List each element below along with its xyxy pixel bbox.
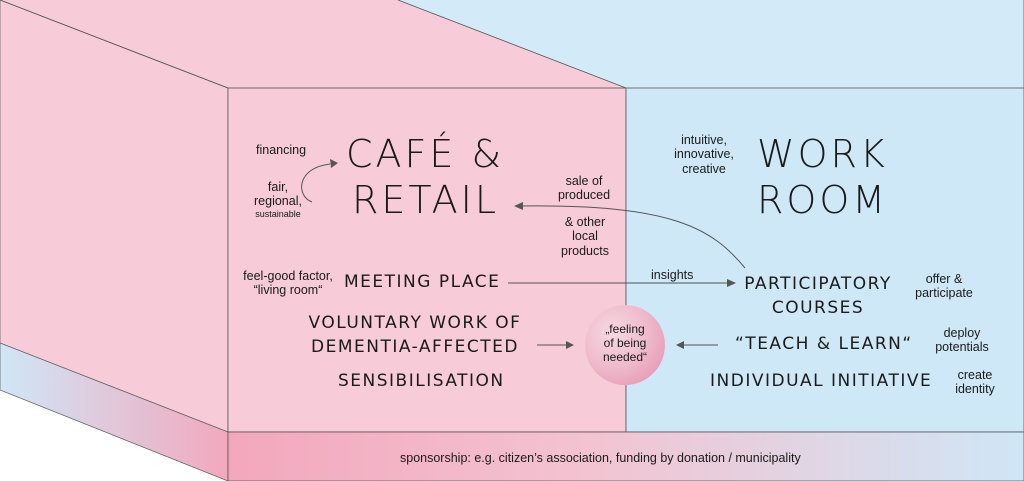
cycle-arrow xyxy=(301,163,331,203)
back-face-pink xyxy=(0,0,626,88)
courses-line2: COURSES xyxy=(771,297,865,318)
offer-line2: participate xyxy=(915,286,973,301)
fair-label: fair, regional, sustainable xyxy=(247,180,309,219)
voluntary-work-label: VOLUNTARY WORK OF DEMENTIA-AFFECTED xyxy=(300,312,530,360)
participatory-courses-label: PARTICIPATORY COURSES xyxy=(738,273,898,321)
feeling-line3: needed“ xyxy=(602,349,648,364)
feel-good-label: feel-good factor, “living room“ xyxy=(238,269,338,298)
courses-line1: PARTICIPATORY xyxy=(744,274,892,294)
meeting-place-label: MEETING PLACE xyxy=(344,272,501,292)
deploy-line1: deploy xyxy=(943,326,981,340)
voluntary-line2: DEMENTIA-AFFECTED xyxy=(311,336,519,357)
identity-line1: create xyxy=(957,368,993,382)
intuitive-line2: innovative, xyxy=(674,147,734,162)
other-line3: products xyxy=(561,243,609,258)
other-line2: local xyxy=(572,229,598,244)
insights-label: insights xyxy=(651,268,694,282)
identity-line2: identity xyxy=(955,382,995,397)
intuitive-line1: intuitive, xyxy=(681,133,727,147)
individual-initiative-label: INDIVIDUAL INITIATIVE xyxy=(710,371,933,391)
teach-learn-label: “TEACH & LEARN“ xyxy=(735,334,913,354)
cafe-title-line1: CAFÉ & xyxy=(346,132,505,176)
work-title-line2: ROOM xyxy=(757,178,889,222)
feeling-label: „feeling of being needed“ xyxy=(593,322,657,364)
sale-label: sale of produced xyxy=(548,174,620,203)
sale-line1: sale of xyxy=(565,174,603,188)
feeling-line2: of being xyxy=(603,335,647,350)
feel-good-line1: feel-good factor, xyxy=(243,269,333,283)
sale-arrow xyxy=(519,205,746,269)
front-face-pink xyxy=(227,87,627,433)
intuitive-line3: creative xyxy=(682,161,726,176)
feeling-bubble xyxy=(585,305,665,385)
fair-line1: fair, xyxy=(267,180,289,194)
fair-line2: regional, xyxy=(254,194,302,209)
offer-label: offer & participate xyxy=(906,272,982,301)
left-side-base xyxy=(0,342,229,481)
financing-label: financing xyxy=(256,143,307,157)
sensibilisation-label: SENSIBILISATION xyxy=(338,371,505,391)
other-line1: & other xyxy=(564,215,606,229)
offer-line1: offer & xyxy=(925,272,963,286)
deploy-label: deploy potentials xyxy=(926,326,998,355)
back-face-blue xyxy=(398,0,1024,88)
sale-line2: produced xyxy=(557,188,611,203)
work-title-line1: WORK xyxy=(757,132,888,176)
base-strip xyxy=(227,431,1024,481)
intuitive-label: intuitive, innovative, creative xyxy=(666,133,742,176)
deploy-line2: potentials xyxy=(935,340,989,355)
identity-label: create identity xyxy=(940,368,1010,397)
sponsorship-label: sponsorship: e.g. citizen’s association,… xyxy=(400,451,801,465)
front-face-blue xyxy=(625,87,1024,433)
cafe-title-line2: RETAIL xyxy=(352,178,500,222)
sustainable-label: sustainable xyxy=(255,208,301,219)
other-products-label: & other local products xyxy=(550,215,620,258)
feel-good-line2: “living room“ xyxy=(253,283,323,298)
voluntary-line1: VOLUNTARY WORK OF xyxy=(308,313,522,333)
feeling-line1: „feeling xyxy=(605,322,645,336)
